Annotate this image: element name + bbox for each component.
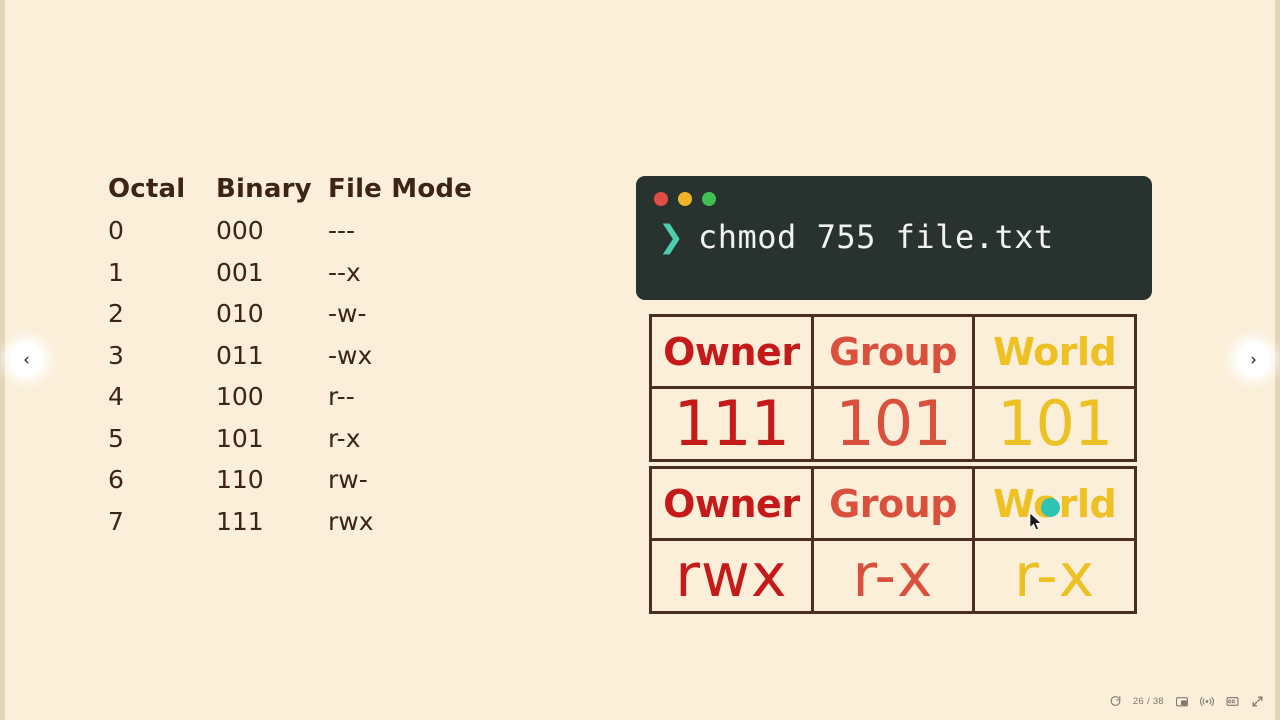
table-row: 5 101 r-x [108, 424, 478, 466]
cell-octal: 7 [108, 506, 124, 536]
cell-binary: 011 [216, 340, 264, 370]
permission-value-group-binary: 101 [835, 387, 951, 460]
table-row: 6 110 rw- [108, 465, 478, 507]
permission-column-world: World 101 [975, 317, 1135, 460]
cell-octal: 2 [108, 299, 124, 328]
cell-binary: 100 [216, 382, 264, 411]
cell-octal: 4 [108, 382, 124, 411]
fullscreen-icon[interactable] [1251, 695, 1264, 708]
header-binary: Binary [216, 174, 312, 204]
minimize-button-icon[interactable] [678, 192, 692, 206]
permission-label-owner: Owner [652, 469, 811, 541]
terminal-command-text: chmod 755 file.txt [697, 218, 1054, 256]
cast-icon[interactable] [1200, 695, 1214, 708]
permission-label-world: World [975, 317, 1135, 389]
picture-in-picture-icon[interactable] [1175, 695, 1189, 708]
chevron-left-icon: ‹ [23, 349, 30, 370]
table-row: 7 111 rwx [108, 507, 478, 549]
cell-octal: 6 [108, 465, 124, 494]
next-slide-button[interactable]: › [1236, 342, 1271, 377]
cell-binary: 101 [216, 423, 264, 453]
permission-value-world-symbolic: r-x [1014, 541, 1096, 611]
cell-octal: 0 [108, 216, 124, 245]
octal-reference-table: Octal Binary File Mode 0 000 --- 1 001 -… [108, 174, 478, 548]
permission-value-world-binary: 101 [997, 387, 1113, 460]
close-button-icon[interactable] [654, 192, 668, 206]
cell-mode: -w- [328, 299, 367, 328]
header-file-mode: File Mode [328, 174, 473, 204]
permission-grid-binary: Owner 111 Group 101 World 101 [649, 314, 1137, 462]
left-edge-strip [0, 0, 5, 720]
terminal-command-line: ❯ chmod 755 file.txt [654, 218, 1134, 256]
click-highlight-indicator [1041, 498, 1060, 517]
cell-octal: 3 [108, 340, 124, 370]
cell-mode: --- [328, 216, 356, 245]
player-control-bar: 26 / 38 [1103, 688, 1270, 714]
permission-column-group: Group r-x [813, 469, 976, 611]
terminal-window: ❯ chmod 755 file.txt [636, 176, 1152, 300]
prompt-chevron-icon: ❯ [658, 218, 684, 255]
permission-column-owner: Owner 111 [652, 317, 814, 459]
permission-label-group: Group [813, 469, 973, 541]
table-header-row: Octal Binary File Mode [108, 174, 478, 216]
permission-value-owner-binary: 111 [673, 387, 790, 460]
mouse-cursor-icon [1029, 512, 1043, 537]
cell-octal: 5 [108, 423, 124, 453]
replay-icon[interactable] [1109, 695, 1122, 708]
cell-mode: --x [328, 257, 361, 287]
permission-column-group: Group 101 [813, 317, 976, 460]
table-row: 1 001 --x [108, 258, 478, 300]
page-counter: 26 / 38 [1132, 695, 1164, 707]
cell-mode: r-- [328, 382, 355, 411]
cell-binary: 110 [216, 465, 264, 494]
cell-binary: 010 [216, 299, 264, 328]
permission-column-owner: Owner rwx [652, 469, 814, 611]
cell-binary: 111 [216, 506, 264, 536]
cell-mode: rwx [328, 506, 374, 536]
table-row: 4 100 r-- [108, 382, 478, 424]
permission-value-group-symbolic: r-x [852, 541, 934, 611]
permission-value-owner-symbolic: rwx [675, 541, 788, 611]
table-row: 0 000 --- [108, 216, 478, 258]
permission-column-world: World r-x [975, 469, 1135, 611]
table-row: 2 010 -w- [108, 299, 478, 341]
cell-mode: rw- [328, 465, 368, 494]
cell-binary: 001 [216, 257, 264, 287]
chevron-right-icon: › [1250, 349, 1257, 370]
right-edge-strip [1275, 0, 1280, 720]
permission-label-owner: Owner [652, 317, 811, 389]
maximize-button-icon[interactable] [702, 192, 716, 206]
previous-slide-button[interactable]: ‹ [9, 342, 44, 377]
cell-octal: 1 [108, 257, 124, 287]
cell-binary: 000 [216, 216, 264, 245]
cell-mode: -wx [328, 340, 373, 370]
captions-icon[interactable] [1225, 695, 1240, 708]
header-octal: Octal [108, 174, 186, 204]
permission-grid-symbolic: Owner rwx Group r-x World r-x [649, 466, 1137, 614]
permission-label-group: Group [813, 317, 973, 389]
table-row: 3 011 -wx [108, 341, 478, 383]
cell-mode: r-x [328, 423, 361, 453]
window-traffic-lights [654, 192, 1134, 206]
